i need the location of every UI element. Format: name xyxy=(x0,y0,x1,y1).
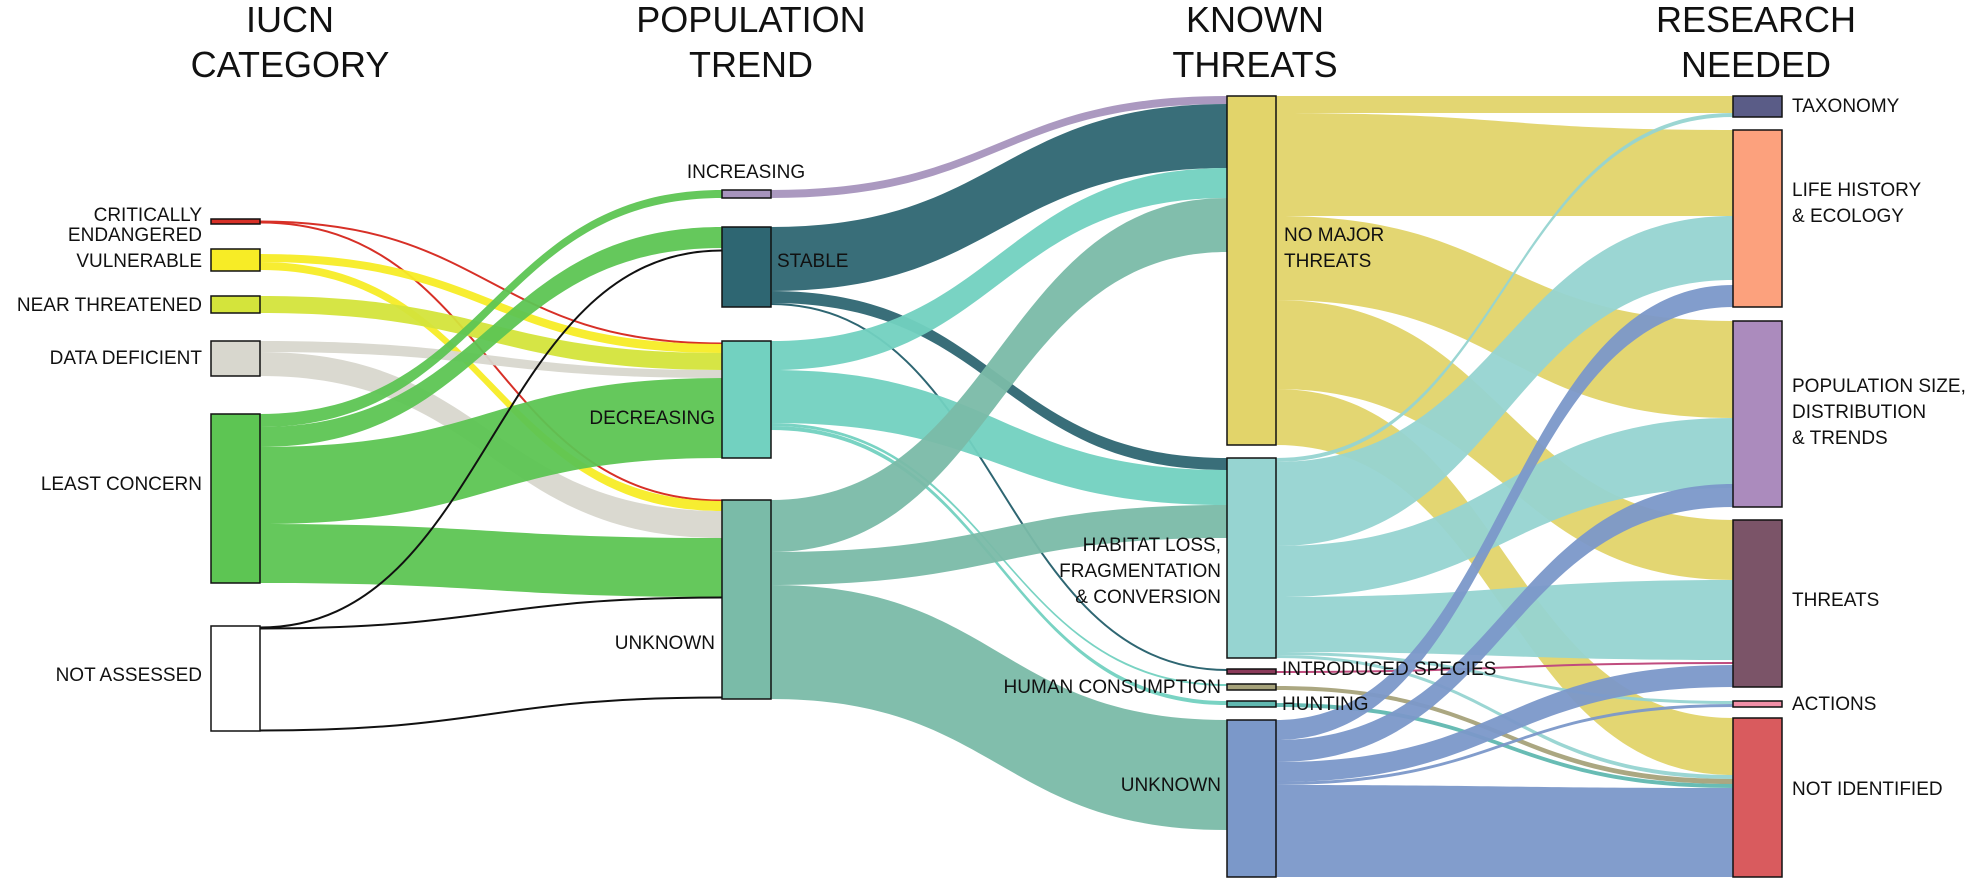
node-label-dd: DATA DEFICIENT xyxy=(50,348,203,369)
node-hum xyxy=(1226,683,1277,691)
node-nt xyxy=(210,295,261,314)
node-label-hun: HUNTING xyxy=(1282,694,1369,715)
node-label-cr: CRITICALLY xyxy=(94,205,203,226)
node-label-cr: ENDANGERED xyxy=(68,225,202,246)
flow-sta-to-int xyxy=(770,303,1228,671)
flow-nmt-to-pop xyxy=(1276,216,1733,418)
node-tax xyxy=(1732,95,1783,118)
node-act xyxy=(1732,700,1783,708)
node-label-act: ACTIONS xyxy=(1792,694,1876,715)
node-lhe xyxy=(1732,129,1783,308)
node-label-nid: NOT IDENTIFIED xyxy=(1792,779,1943,800)
flow-lc-to-dec xyxy=(260,378,722,524)
node-hab xyxy=(1226,457,1277,659)
column-title-threats: THREATS xyxy=(1172,44,1337,85)
flow-lc-to-inc xyxy=(260,190,722,427)
node-label-nmt: THREATS xyxy=(1284,251,1371,272)
flow-unkK-to-lhe xyxy=(1276,285,1733,740)
flow-lc-to-unkT xyxy=(260,524,722,597)
flow-hum-to-nid xyxy=(1276,686,1733,784)
node-int xyxy=(1226,668,1277,675)
flow-dd-to-dec xyxy=(260,341,722,378)
flow-na-to-sta xyxy=(259,249,723,629)
flow-sta-to-nmt xyxy=(771,104,1227,291)
column-title-research: NEEDED xyxy=(1681,44,1831,85)
node-lc xyxy=(210,413,261,584)
column-title-iucn: CATEGORY xyxy=(191,44,390,85)
flow-nmt-to-tax xyxy=(1276,96,1733,113)
node-label-vu: VULNERABLE xyxy=(76,251,202,272)
node-vu xyxy=(210,248,261,272)
node-label-nmt: NO MAJOR xyxy=(1284,225,1384,246)
node-label-nt: NEAR THREATENED xyxy=(17,295,202,316)
node-label-hab: HABITAT LOSS, xyxy=(1083,535,1221,556)
column-title-research: RESEARCH xyxy=(1656,0,1856,40)
column-title-iucn: IUCN xyxy=(246,0,334,40)
node-label-lhe: LIFE HISTORY xyxy=(1792,180,1921,201)
node-label-tax: TAXONOMY xyxy=(1792,96,1900,117)
flow-na-to-unkT xyxy=(259,696,723,732)
node-layer xyxy=(210,95,1783,878)
flow-dec-to-hab xyxy=(771,370,1227,505)
node-label-hum: HUMAN CONSUMPTION xyxy=(1004,677,1221,698)
flow-inc-to-nmt xyxy=(771,96,1227,198)
column-title-trend: TREND xyxy=(689,44,813,85)
node-label-int: INTRODUCED SPECIES xyxy=(1282,659,1496,680)
node-nid xyxy=(1732,717,1783,878)
node-cr xyxy=(210,218,261,225)
flow-nmt-to-lhe xyxy=(1276,113,1733,216)
flow-hab-to-tax xyxy=(1276,113,1733,462)
node-hun xyxy=(1226,700,1277,708)
node-label-hab: & CONVERSION xyxy=(1075,587,1221,608)
flow-unkK-to-pop xyxy=(1276,484,1733,762)
node-label-pop: POPULATION SIZE, xyxy=(1792,376,1966,397)
node-label-hab: FRAGMENTATION xyxy=(1059,561,1221,582)
flow-unkT-to-nmt xyxy=(771,198,1227,552)
flow-unkK-to-nid xyxy=(1276,785,1733,877)
flow-hab-to-act xyxy=(1276,652,1733,704)
flow-dec-to-hun xyxy=(771,426,1227,705)
node-label-inc: INCREASING xyxy=(687,162,805,183)
flow-hab-to-lhe xyxy=(1276,216,1733,546)
node-nmt xyxy=(1226,95,1277,446)
flow-cr-to-dec xyxy=(259,220,723,345)
node-sta xyxy=(721,226,772,308)
flow-unkT-to-unkK xyxy=(771,585,1227,830)
flow-vu-to-unkT xyxy=(260,262,722,511)
node-label-na: NOT ASSESSED xyxy=(56,665,202,686)
flow-na-to-unkT xyxy=(259,596,723,630)
node-unkT xyxy=(721,499,772,700)
flow-nmt-to-thr xyxy=(1276,300,1733,580)
flow-layer xyxy=(259,96,1734,877)
flow-lc-to-sta xyxy=(260,227,722,447)
node-inc xyxy=(721,189,772,199)
flow-unkK-to-act xyxy=(1276,704,1733,785)
flow-unkT-to-hab xyxy=(771,505,1227,585)
node-label-lc: LEAST CONCERN xyxy=(41,474,202,495)
column-title-trend: POPULATION xyxy=(636,0,865,40)
node-unkK xyxy=(1226,719,1277,878)
flow-int-to-thr xyxy=(1275,662,1734,673)
node-dec xyxy=(721,340,772,459)
node-dd xyxy=(210,340,261,377)
node-label-dec: DECREASING xyxy=(589,408,715,429)
node-thr xyxy=(1732,519,1783,688)
node-pop xyxy=(1732,320,1783,508)
node-label-pop: & TRENDS xyxy=(1792,428,1888,449)
node-label-lhe: & ECOLOGY xyxy=(1792,206,1904,227)
column-title-threats: KNOWN xyxy=(1186,0,1324,40)
node-na xyxy=(210,625,261,732)
node-label-thr: THREATS xyxy=(1792,590,1879,611)
node-label-pop: DISTRIBUTION xyxy=(1792,402,1926,423)
flow-nmt-to-nid xyxy=(1276,389,1733,775)
flow-dec-to-nmt xyxy=(771,168,1227,370)
flow-unkK-to-thr xyxy=(1276,665,1733,782)
node-label-unkT: UNKNOWN xyxy=(615,633,715,654)
node-label-sta: STABLE xyxy=(777,251,848,272)
node-label-unkK: UNKNOWN xyxy=(1121,775,1221,796)
